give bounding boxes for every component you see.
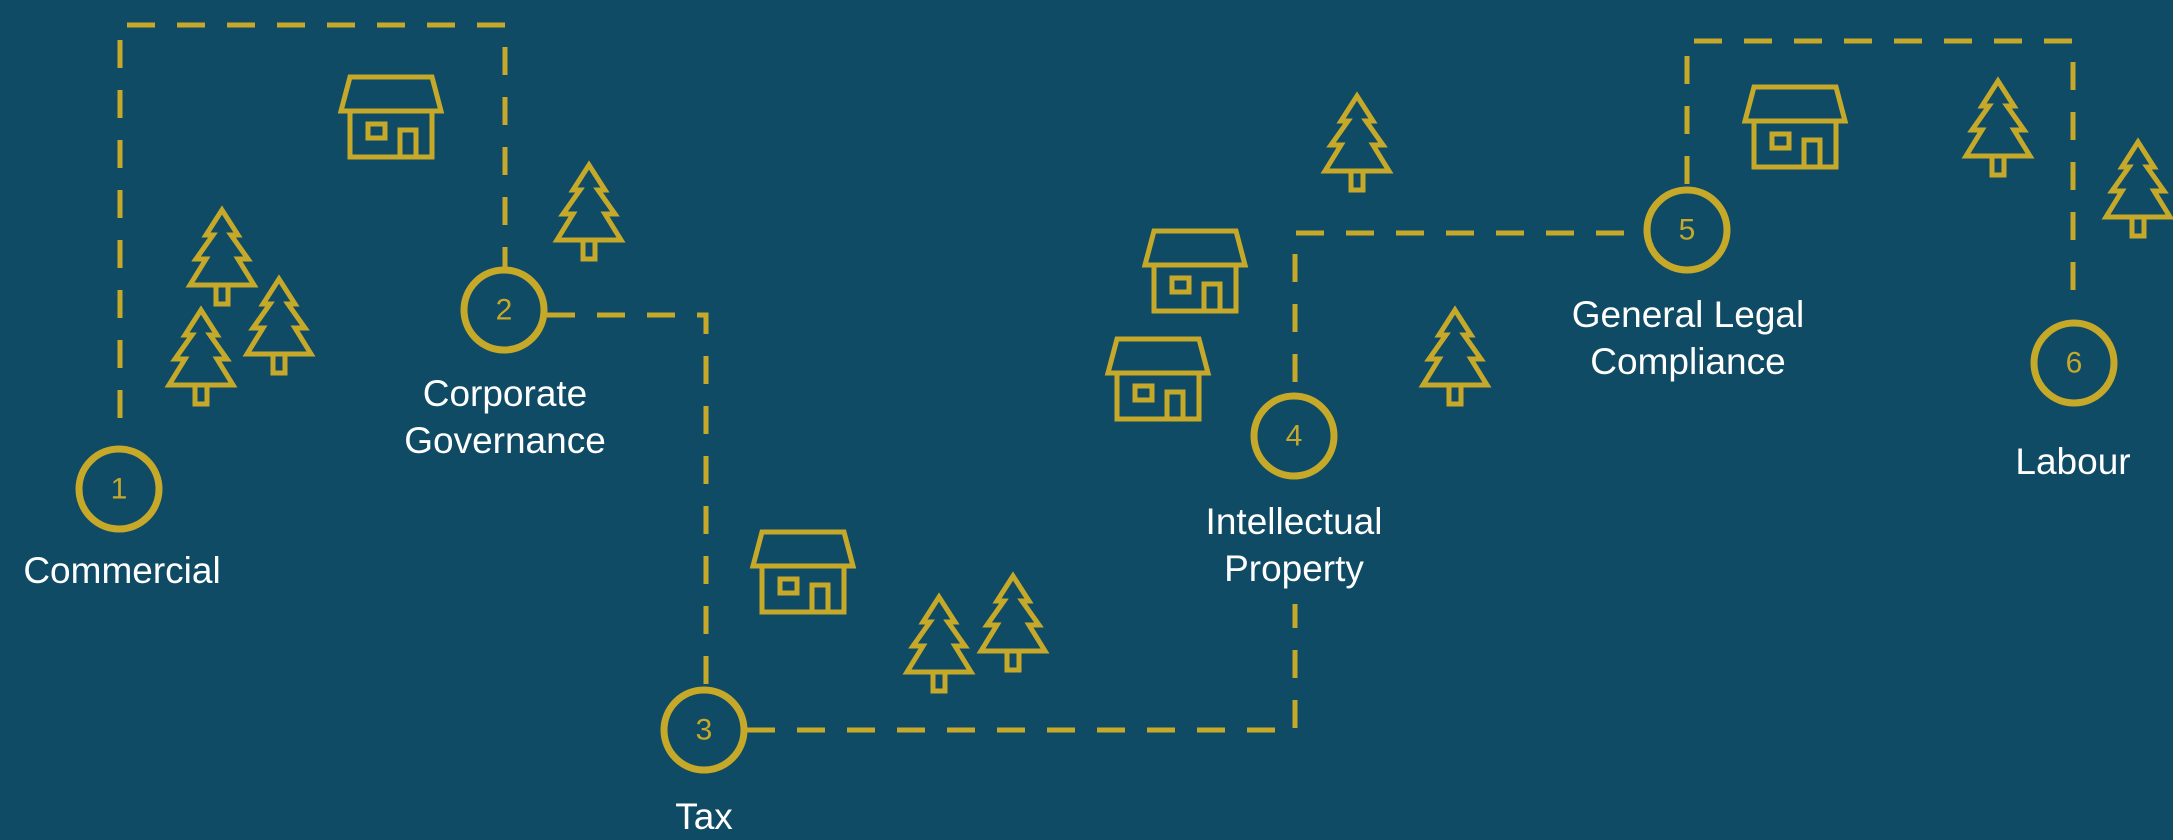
label-line: General Legal — [1571, 294, 1805, 335]
route-path — [547, 312, 709, 688]
step-marker-1: 1 — [75, 445, 163, 533]
tree-icon — [247, 279, 311, 373]
tree-icon — [169, 310, 233, 404]
tree-icon — [981, 576, 1045, 670]
route-path — [1292, 230, 1629, 382]
tree-icon — [1325, 96, 1389, 190]
step-label-general-legal-compliance: General Legal Compliance — [1572, 291, 1804, 385]
step-number: 6 — [2066, 347, 2083, 380]
label-line: Tax — [675, 796, 733, 837]
step-label-tax: Tax — [675, 793, 733, 840]
step-label-corporate-governance: Corporate Governance — [404, 370, 606, 464]
label-line: Compliance — [1590, 341, 1786, 382]
tree-icon — [190, 210, 254, 304]
step-marker-5: 5 — [1643, 186, 1731, 274]
tree-icon — [557, 165, 621, 259]
label-line: Governance — [404, 420, 606, 461]
step-label-labour: Labour — [2015, 438, 2130, 485]
label-line: Intellectual — [1205, 501, 1383, 542]
step-marker-4: 4 — [1250, 392, 1338, 480]
tree-icon — [1423, 310, 1487, 404]
tree-icon — [907, 597, 971, 691]
step-marker-3: 3 — [660, 686, 748, 774]
step-number: 3 — [696, 714, 713, 747]
house-icon — [753, 532, 853, 612]
label-line: Property — [1224, 548, 1364, 589]
label-line: Corporate — [422, 373, 588, 414]
step-number: 1 — [111, 473, 128, 506]
step-label-commercial: Commercial — [23, 547, 220, 594]
label-line: Commercial — [23, 550, 221, 591]
step-number: 4 — [1286, 420, 1303, 453]
tree-icon — [2106, 142, 2170, 236]
house-icon — [1745, 87, 1845, 167]
step-marker-6: 6 — [2030, 319, 2118, 407]
house-icon — [1145, 231, 1245, 311]
step-label-intellectual-property: Intellectual Property — [1206, 498, 1383, 592]
step-number: 2 — [496, 294, 513, 327]
route-path — [1684, 38, 2076, 302]
step-marker-2: 2 — [460, 266, 548, 354]
tree-icon — [1966, 81, 2030, 175]
step-number: 5 — [1679, 214, 1696, 247]
house-icon — [341, 77, 441, 157]
label-line: Labour — [2015, 441, 2131, 482]
house-icon — [1108, 339, 1208, 419]
